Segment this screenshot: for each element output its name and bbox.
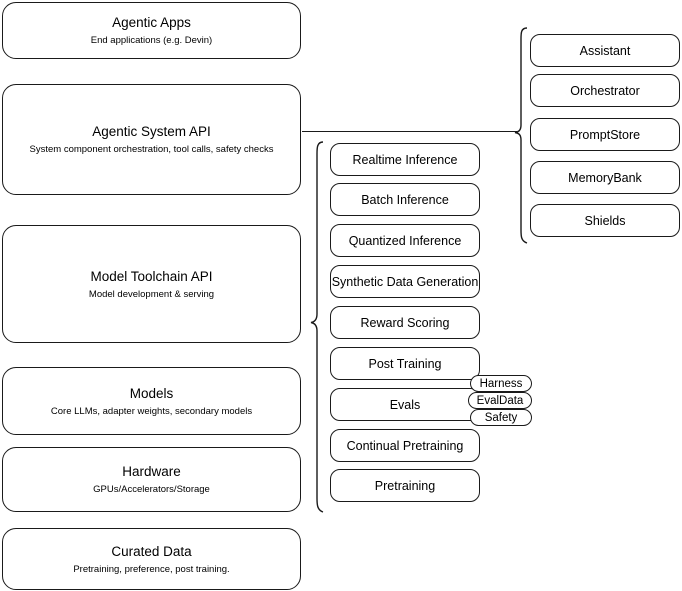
chip-continual-pretraining[interactable]: Continual Pretraining xyxy=(330,429,480,462)
chip-memorybank[interactable]: MemoryBank xyxy=(530,161,680,194)
chip-realtime-inference[interactable]: Realtime Inference xyxy=(330,143,480,176)
chip-label: Synthetic Data Generation xyxy=(331,274,479,289)
chip-promptstore[interactable]: PromptStore xyxy=(530,118,680,151)
layer-subtitle: System component orchestration, tool cal… xyxy=(29,144,274,155)
layer-title: Hardware xyxy=(122,464,181,479)
chip-pretraining[interactable]: Pretraining xyxy=(330,469,480,502)
layer-hardware[interactable]: Hardware GPUs/Accelerators/Storage xyxy=(2,447,301,512)
pill-label: EvalData xyxy=(476,394,524,407)
chip-quantized-inference[interactable]: Quantized Inference xyxy=(330,224,480,257)
layer-agentic-apps[interactable]: Agentic Apps End applications (e.g. Devi… xyxy=(2,2,301,59)
chip-shields[interactable]: Shields xyxy=(530,204,680,237)
chip-reward-scoring[interactable]: Reward Scoring xyxy=(330,306,480,339)
layer-agentic-system-api[interactable]: Agentic System API System component orch… xyxy=(2,84,301,195)
chip-label: Pretraining xyxy=(374,478,436,493)
chip-label: Reward Scoring xyxy=(360,315,450,330)
layer-model-toolchain-api[interactable]: Model Toolchain API Model development & … xyxy=(2,225,301,343)
chip-label: Realtime Inference xyxy=(352,152,458,167)
chip-label: PromptStore xyxy=(569,127,641,142)
chip-batch-inference[interactable]: Batch Inference xyxy=(330,183,480,216)
pill-evaldata[interactable]: EvalData xyxy=(468,392,532,409)
chip-label: Quantized Inference xyxy=(348,233,462,248)
chip-label: Batch Inference xyxy=(361,192,449,207)
pill-safety[interactable]: Safety xyxy=(470,409,532,426)
layer-curated-data[interactable]: Curated Data Pretraining, preference, po… xyxy=(2,528,301,590)
layer-subtitle: Pretraining, preference, post training. xyxy=(73,563,230,575)
system-api-connector-line xyxy=(302,131,517,133)
chip-label: Post Training xyxy=(368,356,442,371)
chip-label: Continual Pretraining xyxy=(346,438,464,453)
chip-label: Assistant xyxy=(579,43,631,58)
chip-post-training[interactable]: Post Training xyxy=(330,347,480,380)
layer-title: Agentic System API xyxy=(92,124,211,139)
layer-subtitle: Core LLMs, adapter weights, secondary mo… xyxy=(50,405,253,417)
layer-title: Models xyxy=(129,385,174,401)
pill-label: Harness xyxy=(479,377,523,390)
layer-title: Agentic Apps xyxy=(112,15,191,30)
system-components-brace xyxy=(513,26,529,245)
chip-orchestrator[interactable]: Orchestrator xyxy=(530,74,680,107)
layer-title: Curated Data xyxy=(111,543,192,559)
chip-synthetic-data-generation[interactable]: Synthetic Data Generation xyxy=(330,265,480,298)
pill-harness[interactable]: Harness xyxy=(470,375,532,392)
layer-title: Model Toolchain API xyxy=(90,268,213,284)
layer-subtitle: GPUs/Accelerators/Storage xyxy=(93,484,210,495)
pill-label: Safety xyxy=(484,411,518,424)
chip-assistant[interactable]: Assistant xyxy=(530,34,680,67)
chip-label: MemoryBank xyxy=(568,170,642,185)
layer-models[interactable]: Models Core LLMs, adapter weights, secon… xyxy=(2,367,301,435)
toolchain-brace xyxy=(309,140,325,514)
chip-label: Shields xyxy=(584,213,626,228)
chip-label: Evals xyxy=(389,397,421,412)
layer-subtitle: End applications (e.g. Devin) xyxy=(90,35,213,46)
chip-evals[interactable]: Evals xyxy=(330,388,480,421)
layer-subtitle: Model development & serving xyxy=(88,288,215,300)
chip-label: Orchestrator xyxy=(570,83,640,98)
